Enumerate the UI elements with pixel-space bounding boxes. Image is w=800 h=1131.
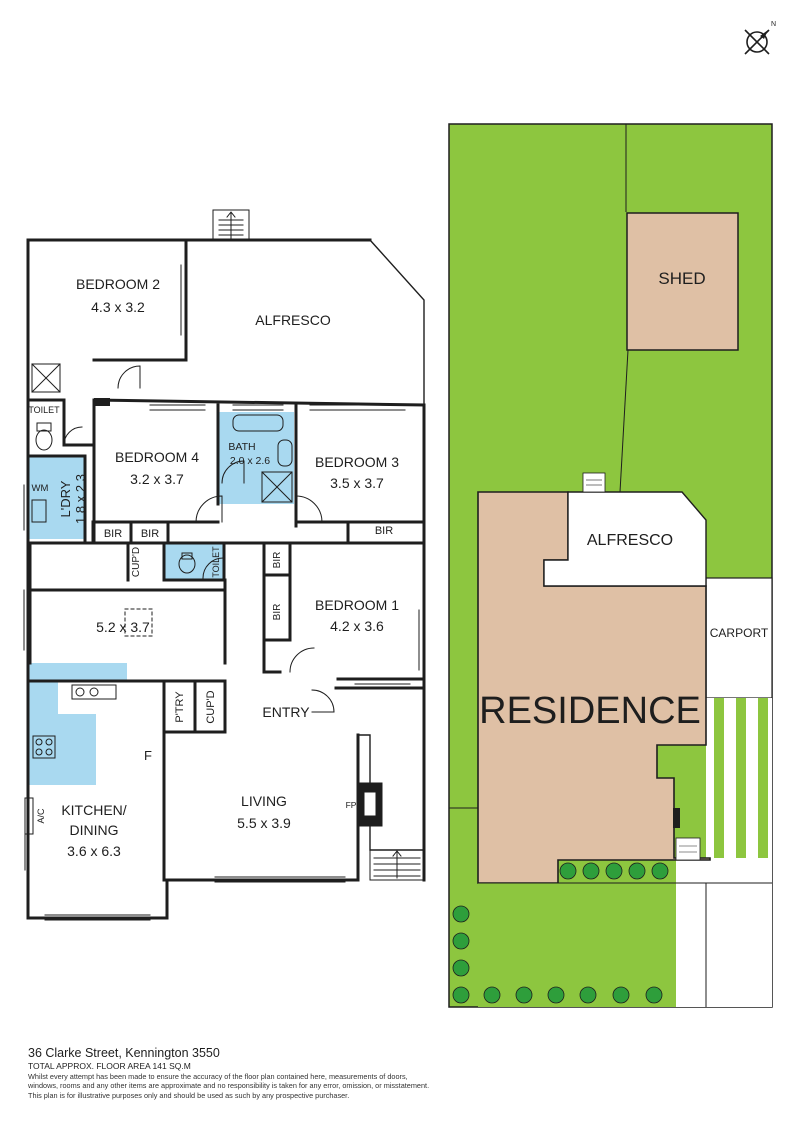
site-plan: SHED CARPORT RESIDENCE ALFRESCO [448, 123, 773, 1008]
laundry-label: L'DRY [58, 480, 73, 517]
kitchen-label-2: DINING [70, 822, 119, 838]
property-address: 36 Clarke Street, Kennington 3550 [28, 1046, 220, 1060]
kitchen-label-1: KITCHEN/ [61, 802, 126, 818]
cupd-label-1: CUP'D [131, 547, 142, 577]
room-labels: BEDROOM 2 4.3 x 3.2 ALFRESCO TOILET WM L… [28, 276, 399, 859]
site-alfresco-label: ALFRESCO [587, 532, 673, 549]
entry-label: ENTRY [262, 704, 310, 720]
bedroom3-dims: 3.5 x 3.7 [330, 475, 384, 491]
disclaimer-line-1: Whilst every attempt has been made to en… [28, 1072, 408, 1081]
bedroom4-label: BEDROOM 4 [115, 449, 199, 465]
residence-label: RESIDENCE [479, 690, 701, 732]
plan-footer: 36 Clarke Street, Kennington 3550 TOTAL … [28, 1046, 588, 1100]
bedroom4-dims: 3.2 x 3.7 [130, 471, 184, 487]
fridge-label: F [144, 748, 152, 763]
compass-icon: N [744, 21, 776, 55]
fireplace-label: FP [346, 800, 357, 810]
bir-label-3: BIR [375, 525, 393, 537]
bedroom1-dims: 4.2 x 3.6 [330, 618, 384, 634]
disclaimer-line-3: This plan is for illustrative purposes o… [28, 1090, 350, 1100]
bedroom1-label: BEDROOM 1 [315, 597, 399, 613]
bedroom3-label: BEDROOM 3 [315, 454, 399, 470]
toilet-left-label: TOILET [28, 405, 60, 415]
wm-label: WM [32, 483, 49, 494]
total-floor-area: TOTAL APPROX. FLOOR AREA 141 SQ.M [28, 1061, 191, 1071]
bir-label-2: BIR [141, 528, 159, 540]
alfresco-label: ALFRESCO [255, 312, 331, 328]
carport-label: CARPORT [710, 626, 769, 640]
bath-label: BATH [228, 441, 255, 453]
living-dims: 5.5 x 3.9 [237, 815, 291, 831]
pantry-label: P'TRY [174, 691, 186, 723]
wet-areas [29, 412, 294, 785]
bedroom2-label: BEDROOM 2 [76, 276, 160, 292]
bir-label-1: BIR [104, 528, 122, 540]
kitchen-dims: 3.6 x 6.3 [67, 843, 121, 859]
family-dims: 5.2 x 3.7 [96, 619, 150, 635]
bath-dims: 2.0 x 2.6 [230, 455, 270, 467]
tree-icons [452, 862, 669, 1004]
toilet-mid-label: TOILET [211, 546, 221, 578]
ac-label: A/C [36, 808, 46, 824]
cupd-label-2: CUP'D [205, 690, 217, 723]
laundry-dims: 1.8 x 2.3 [73, 474, 88, 524]
compass-north-label: N [771, 21, 776, 28]
bir-label-4: BIR [272, 552, 283, 569]
bir-label-5: BIR [272, 604, 283, 621]
disclaimer-line-2: windows, rooms and any other items are a… [28, 1081, 430, 1091]
living-label: LIVING [241, 793, 287, 809]
walls [23, 209, 426, 921]
shed-label: SHED [658, 269, 705, 288]
bedroom2-dims: 4.3 x 3.2 [91, 299, 145, 315]
